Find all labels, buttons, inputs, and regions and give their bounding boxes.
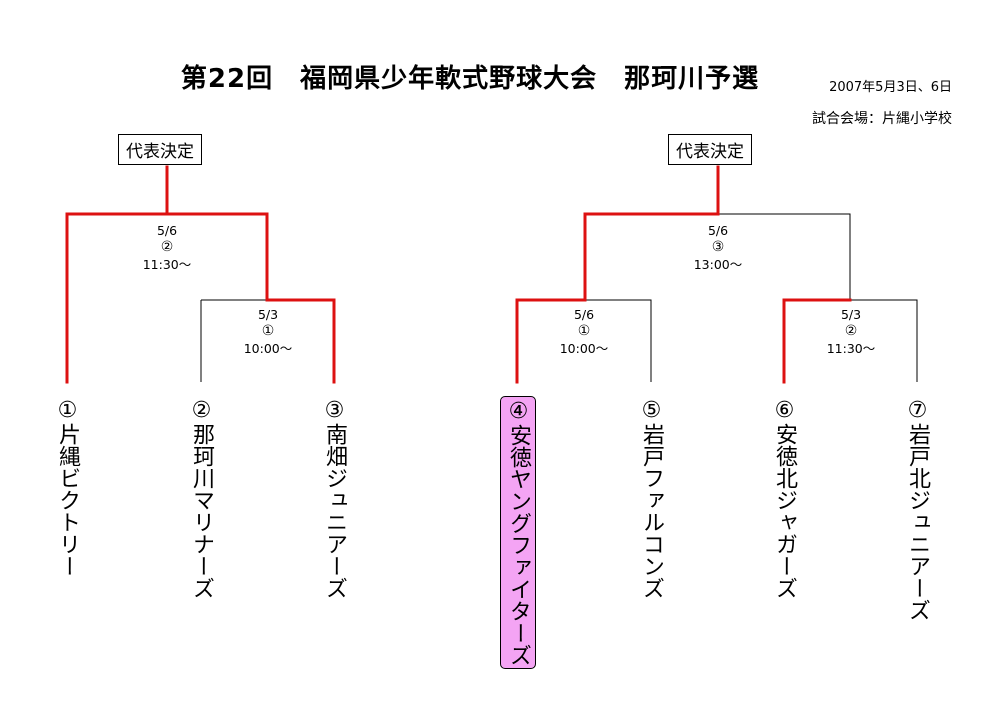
team-1: ①片縄ビクトリー: [50, 398, 84, 577]
line-left-final-right-arm: [165, 212, 269, 302]
team-name: 岩戸北ジュニアーズ: [905, 423, 930, 621]
match-label-right-final: 5/6 ③ 13:00～: [658, 222, 778, 273]
team-3: ③南畑ジュニアーズ: [317, 398, 351, 599]
team-seed: ①: [55, 398, 80, 423]
team-name: 岩戸ファルコンズ: [639, 423, 664, 599]
team-5: ⑤岩戸ファルコンズ: [634, 398, 668, 599]
match-time: 13:00～: [693, 257, 743, 272]
line-left-semi-right-arm: [265, 298, 336, 384]
match-date: 5/6: [707, 223, 729, 238]
team-6: ⑥安徳北ジャガーズ: [767, 398, 801, 599]
team-4-highlighted: ④安徳ヤングファイターズ: [500, 396, 536, 669]
line-left-final-left-arm: [65, 212, 169, 384]
team-name: 片縄ビクトリー: [55, 423, 80, 577]
tournament-dates: 2007年5月3日、6日: [829, 80, 952, 95]
team-seed: ④: [506, 399, 531, 424]
final-box-right: 代表決定: [668, 134, 752, 165]
match-number: ②: [844, 323, 858, 339]
match-date: 5/6: [156, 223, 178, 238]
team-name: 安徳北ジャガーズ: [772, 423, 797, 599]
team-seed: ③: [322, 398, 347, 423]
line-right-final-left-arm: [583, 212, 720, 302]
match-number: ②: [160, 239, 174, 255]
line-right-semi-left-left-arm: [515, 298, 587, 384]
team-seed: ②: [189, 398, 214, 423]
match-number: ①: [261, 323, 275, 339]
page-title: 第22回 福岡県少年軟式野球大会 那珂川予選: [180, 64, 760, 94]
line-right-semi-right-right-arm: [850, 299, 918, 382]
tournament-venue: 試合会場：片縄小学校: [812, 111, 952, 127]
team-7: ⑦岩戸北ジュニアーズ: [900, 398, 934, 621]
team-seed: ⑤: [639, 398, 664, 423]
team-2: ②那珂川マリナーズ: [184, 398, 218, 599]
match-label-right-semi-left: 5/6 ① 10:00～: [524, 306, 644, 357]
line-right-final-right-arm: [718, 213, 851, 300]
match-time: 10:00～: [559, 341, 609, 356]
team-seed: ⑥: [772, 398, 797, 423]
team-name: 南畑ジュニアーズ: [322, 423, 347, 599]
match-label-right-semi-right: 5/3 ② 11:30～: [791, 306, 911, 357]
match-label-left-final: 5/6 ② 11:30～: [107, 222, 227, 273]
line-left-semi-left-arm: [200, 299, 267, 382]
match-time: 11:30～: [826, 341, 876, 356]
line-right-semi-right-left-arm: [782, 298, 852, 384]
match-time: 11:30～: [142, 257, 192, 272]
match-date: 5/6: [573, 307, 595, 322]
match-time: 10:00～: [243, 341, 293, 356]
match-number: ③: [711, 239, 725, 255]
team-seed: ⑦: [905, 398, 930, 423]
team-name: 那珂川マリナーズ: [189, 423, 214, 599]
match-label-left-semi: 5/3 ① 10:00～: [208, 306, 328, 357]
team-name: 安徳ヤングファイターズ: [506, 424, 531, 666]
final-box-left: 代表決定: [118, 134, 202, 165]
line-right-semi-left-right-arm: [585, 299, 652, 382]
match-date: 5/3: [840, 307, 862, 322]
match-number: ①: [577, 323, 591, 339]
match-date: 5/3: [257, 307, 279, 322]
